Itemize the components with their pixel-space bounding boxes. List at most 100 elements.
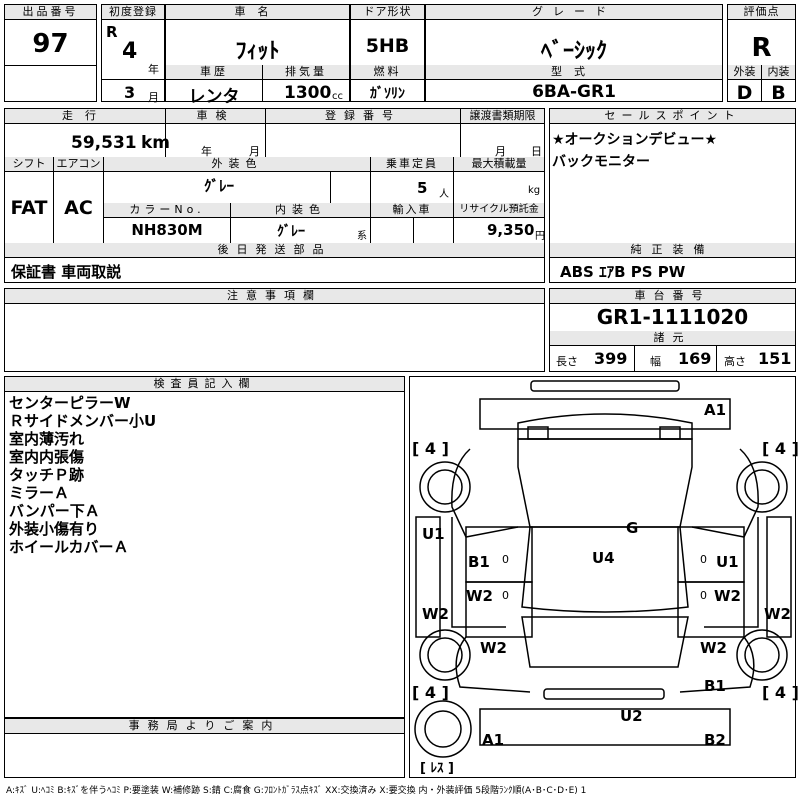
car-name-label: 車名 [166, 5, 349, 20]
transfer-label: 譲渡書類期限 [461, 109, 544, 124]
damage-mark: 0 [700, 589, 707, 602]
equipment-label: 純正装備 [550, 243, 795, 258]
note-line: 室内薄汚れ [9, 430, 85, 448]
score-box: 評価点 R 外装 内装 D B [727, 4, 796, 104]
damage-mark: U1 [422, 525, 445, 543]
history-label: 車歴 [166, 65, 262, 80]
damage-mark: W2 [466, 587, 493, 605]
recycle-label: リサイクル預託金 [454, 203, 544, 218]
tire-fl-value: 4 [424, 439, 437, 458]
car-diagram [414, 380, 792, 758]
plate-label: 登録番号 [266, 109, 460, 124]
vehicle-history: レンタ [188, 87, 240, 107]
damage-mark: W2 [422, 605, 449, 623]
tire-rr: [ 4 ] [762, 683, 799, 702]
seats-label: 乗車定員 [371, 157, 453, 172]
damage-mark: U1 [716, 553, 739, 571]
displacement-label: 排気量 [263, 65, 349, 80]
spare-tire: [ ﾚｽ ] [420, 761, 454, 776]
lot-number-box: 出品番号 97 [4, 4, 97, 102]
mileage-label: 走行 [5, 109, 165, 124]
inspection-label: 車検 [166, 109, 265, 124]
equipment: ABS ｴｱB PS PW [560, 263, 686, 281]
height-label: 高さ [724, 355, 746, 368]
car-name-box: 車名 ﾌｨｯﾄ 車歴 排気量 レンタ 1300 cc [165, 4, 350, 107]
car-name: ﾌｨｯﾄ [235, 39, 280, 64]
exterior-score: D [736, 82, 753, 104]
shipped-parts: 保証書 車両取説 [11, 263, 122, 281]
parts-label: 後日発送部品 [5, 243, 544, 258]
width-label: 幅 [650, 355, 661, 368]
displacement-unit: cc [332, 91, 343, 102]
length: 399 [594, 349, 628, 368]
legend-footer: A:ｷｽﾞ U:ﾍｺﾐ B:ｷｽﾞを伴うﾍｺﾐ P:要塗装 W:補修跡 S:錆 … [6, 786, 587, 796]
door-type: 5HB [365, 35, 410, 57]
tire-rl-value: 4 [424, 683, 437, 702]
chassis-label: 車台番号 [550, 289, 795, 304]
color-label: 外装色 [104, 157, 370, 172]
recycle-fee: 9,350 [487, 221, 535, 239]
month-unit: 月 [148, 91, 159, 104]
load-label: 最大積載量 [454, 157, 544, 172]
tire-fr-value: 4 [774, 439, 787, 458]
tire-fl: [ 4 ] [412, 439, 449, 458]
damage-mark: W2 [480, 639, 507, 657]
note-line: ミラーＡ [9, 484, 70, 502]
exterior-color: ｸﾞﾚｰ [203, 177, 234, 195]
door-label: ドア形状 [351, 5, 424, 20]
first-registration-box: 初度登録 R 4 年 3 月 [101, 4, 165, 104]
inspector-box: 検査員記入欄 センターピラーW Ｒサイドメンバー小U 室内薄汚れ 室内内張傷 タ… [4, 376, 405, 718]
registration-month: 3 [124, 83, 136, 102]
damage-mark: A1 [482, 731, 505, 749]
color-no-label: カラーNo. [104, 203, 230, 218]
overall-score: R [751, 33, 772, 63]
sales-line-1: ★オークションデビュー★ [552, 132, 718, 148]
note-line: 室内内張傷 [9, 448, 85, 466]
inspector-label: 検査員記入欄 [5, 377, 404, 392]
score-label: 評価点 [728, 5, 795, 20]
shift: FAT [10, 197, 48, 219]
inspector-notes: センターピラーW Ｒサイドメンバー小U 室内薄汚れ 室内内張傷 タッチＰ跡 ミラ… [9, 394, 156, 556]
mileage-unit: km [141, 133, 171, 153]
displacement: 1300 [284, 83, 332, 103]
fuel-label: 燃料 [351, 65, 424, 80]
damage-mark: 0 [700, 553, 707, 566]
spare-tire-value: ﾚｽ [430, 761, 444, 776]
interior-label: 内装 [762, 65, 795, 80]
year-unit: 年 [148, 63, 159, 76]
inspection-month-unit: 月 [249, 145, 260, 158]
sales-point-label: セールスポイント [550, 109, 795, 124]
interior-color: ｸﾞﾚｰ [277, 224, 305, 240]
tire-fr: [ 4 ] [762, 439, 799, 458]
tire-rr-value: 4 [774, 683, 787, 702]
inspection-year-unit: 年 [201, 145, 212, 158]
caution-label: 注意事項欄 [5, 289, 544, 304]
damage-mark: U4 [592, 549, 615, 567]
width: 169 [678, 349, 712, 368]
damage-mark: 0 [502, 553, 509, 566]
era: R [106, 23, 118, 41]
vehicle-info-block: 走行 車検 登録番号 譲渡書類期限 59,531 km 年 月 月 日 シフト … [4, 108, 545, 283]
height: 151 [758, 349, 792, 368]
model-label: 型式 [426, 65, 722, 80]
seats-unit: 人 [439, 189, 449, 200]
chassis-number: GR1-1111020 [596, 305, 749, 329]
office-box: 事務局よりご案内 [4, 718, 405, 778]
interior-score: B [771, 82, 786, 104]
note-line: Ｒサイドメンバー小U [9, 412, 157, 430]
car-diagram-box: [ 4 ] [ 4 ] [ 4 ] [ 4 ] A1 G U4 U1 B1 0 … [409, 376, 799, 778]
air-conditioner: AC [64, 197, 93, 219]
sales-point-box: セールスポイント ★オークションデビュー★ バックモニター 純正装備 ABS ｴ… [549, 108, 796, 283]
length-label: 長さ [556, 355, 578, 368]
seats: 5 [417, 179, 428, 197]
damage-mark: B2 [704, 731, 726, 749]
damage-mark: W2 [714, 587, 741, 605]
recycle-unit: 円 [535, 231, 545, 242]
office-label: 事務局よりご案内 [5, 719, 404, 734]
grade-label: グレード [426, 5, 722, 20]
damage-mark: A1 [704, 401, 727, 419]
sales-line-2: バックモニター [552, 154, 650, 170]
first-reg-label: 初度登録 [102, 5, 164, 20]
transfer-month-unit: 月 [495, 145, 506, 158]
interior-color-suffix: 系 [357, 231, 367, 242]
